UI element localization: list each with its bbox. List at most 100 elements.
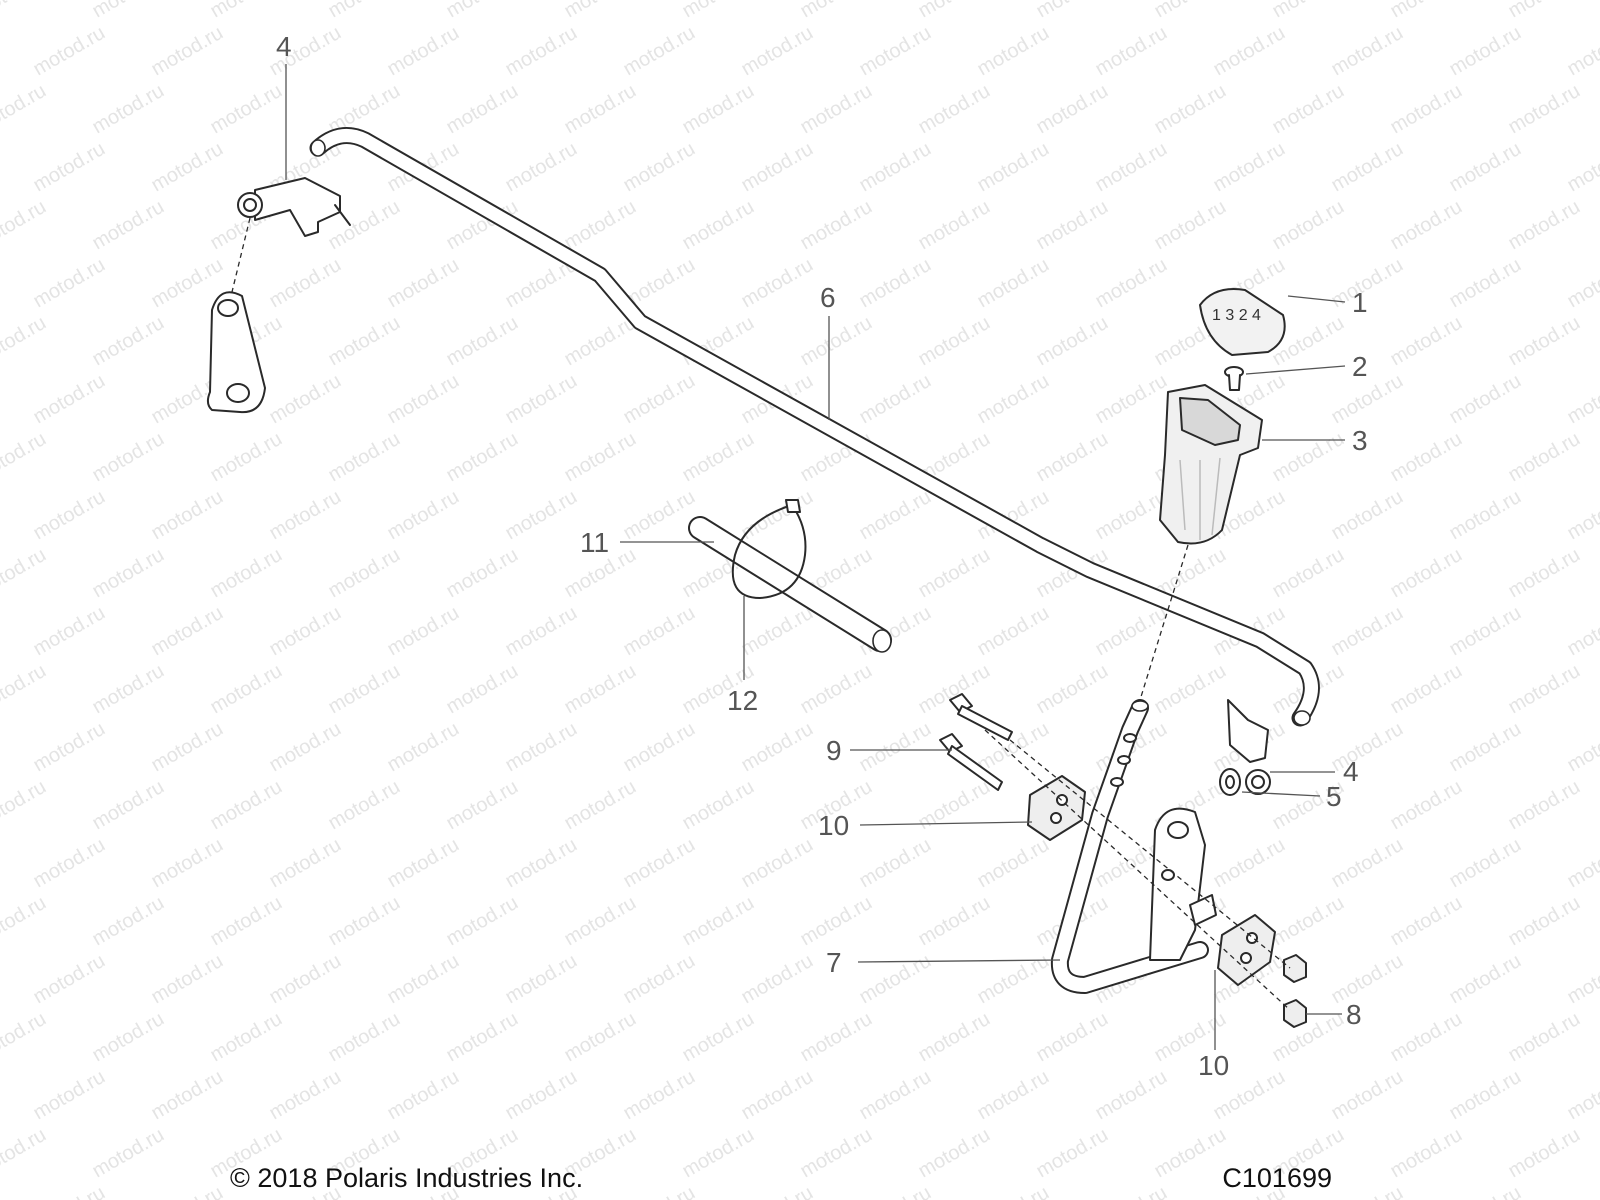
watermark-text: motod.ru <box>1564 1066 1600 1125</box>
watermark-text: motod.ru <box>1446 22 1525 81</box>
watermark-text: motod.ru <box>620 1182 699 1200</box>
watermark-text: motod.ru <box>207 892 286 951</box>
watermark-text: motod.ru <box>1269 0 1348 22</box>
callout-10-lower: 10 <box>1198 1050 1229 1081</box>
watermark-text: motod.ru <box>1151 196 1230 255</box>
watermark-text: motod.ru <box>856 950 935 1009</box>
watermark-text: motod.ru <box>89 544 168 603</box>
watermark-text: motod.ru <box>561 80 640 139</box>
watermark-text: motod.ru <box>148 486 227 545</box>
watermark-text: motod.ru <box>620 718 699 777</box>
watermark-text: motod.ru <box>797 1008 876 1067</box>
watermark-text: motod.ru <box>325 892 404 951</box>
callout-5: 5 <box>1326 781 1342 812</box>
watermark-text: motod.ru <box>1446 254 1525 313</box>
watermark-text: motod.ru <box>325 660 404 719</box>
watermark-text: motod.ru <box>325 776 404 835</box>
watermark-text: motod.ru <box>1564 950 1600 1009</box>
watermark-text: motod.ru <box>1033 660 1112 719</box>
watermark-text: motod.ru <box>561 892 640 951</box>
watermark-text: motod.ru <box>207 544 286 603</box>
link-plate <box>206 291 266 414</box>
part-10-clamp-upper <box>1027 775 1086 841</box>
watermark-text: motod.ru <box>1505 660 1584 719</box>
watermark-text: motod.ru <box>148 22 227 81</box>
watermark-text: motod.ru <box>443 80 522 139</box>
part-4-bracket-lower <box>1227 699 1271 795</box>
watermark-text: motod.ru <box>1151 660 1230 719</box>
watermark-text: motod.ru <box>89 892 168 951</box>
watermark-text: motod.ru <box>797 312 876 371</box>
watermark-text: motod.ru <box>1033 312 1112 371</box>
watermark-text: motod.ru <box>207 80 286 139</box>
watermark-text: motod.ru <box>561 196 640 255</box>
watermark-text: motod.ru <box>1564 254 1600 313</box>
watermark-text: motod.ru <box>679 428 758 487</box>
watermark-text: motod.ru <box>502 718 581 777</box>
watermark-text: motod.ru <box>1446 950 1525 1009</box>
watermark-text: motod.ru <box>974 370 1053 429</box>
watermark-text: motod.ru <box>384 370 463 429</box>
watermark-text: motod.ru <box>1210 138 1289 197</box>
watermark-text: motod.ru <box>856 370 935 429</box>
watermark-text: motod.ru <box>1328 138 1407 197</box>
watermark-text: motod.ru <box>502 1066 581 1125</box>
watermark-text: motod.ru <box>1505 80 1584 139</box>
diagram-id: C101699 <box>1222 1163 1332 1193</box>
callout-7: 7 <box>826 947 842 978</box>
watermark-text: motod.ru <box>1328 486 1407 545</box>
watermark-text: motod.ru <box>738 1066 817 1125</box>
watermark-text: motod.ru <box>797 0 876 22</box>
watermark-text: motod.ru <box>1387 1008 1466 1067</box>
watermark-text: motod.ru <box>384 718 463 777</box>
watermark-text: motod.ru <box>679 1008 758 1067</box>
assembly-line-bolts-2 <box>1009 739 1291 969</box>
watermark-text: motod.ru <box>207 1008 286 1067</box>
watermark-text: motod.ru <box>1151 80 1230 139</box>
watermark-text: motod.ru <box>974 1182 1053 1200</box>
watermark-text: motod.ru <box>325 0 404 22</box>
watermark-text: motod.ru <box>266 1066 345 1125</box>
watermark-text: motod.ru <box>1387 80 1466 139</box>
watermark-text: motod.ru <box>266 718 345 777</box>
watermark-text: motod.ru <box>1151 1124 1230 1183</box>
watermark-text: motod.ru <box>1387 196 1466 255</box>
watermark-text: motod.ru <box>974 834 1053 893</box>
callout-3: 3 <box>1352 425 1368 456</box>
watermark-text: motod.ru <box>856 1182 935 1200</box>
watermark-text: motod.ru <box>325 1008 404 1067</box>
callout-11: 11 <box>580 527 609 558</box>
watermark-text: motod.ru <box>1092 1182 1171 1200</box>
callout-10-upper: 10 <box>818 810 849 841</box>
watermark-text: motod.ru <box>1564 1182 1600 1200</box>
watermark-text: motod.ru <box>0 892 50 951</box>
watermark-text: motod.ru <box>1210 834 1289 893</box>
watermark-text: motod.ru <box>1269 428 1348 487</box>
watermark-text: motod.ru <box>207 428 286 487</box>
watermark-text: motod.ru <box>148 602 227 661</box>
watermark-text: motod.ru <box>915 776 994 835</box>
watermark-text: motod.ru <box>738 602 817 661</box>
part-11-tube <box>688 516 892 653</box>
watermark-text: motod.ru <box>915 196 994 255</box>
watermark-text: motod.ru <box>30 602 109 661</box>
callout-4-lower: 4 <box>1343 756 1359 787</box>
watermark-text: motod.ru <box>30 138 109 197</box>
watermark-text: motod.ru <box>1269 892 1348 951</box>
watermark-text: motod.ru <box>1033 196 1112 255</box>
watermark-text: motod.ru <box>89 428 168 487</box>
assembly-line-knob-lever <box>1139 544 1189 701</box>
watermark-text: motod.ru <box>1564 370 1600 429</box>
watermark-text: motod.ru <box>1446 602 1525 661</box>
watermark-text: motod.ru <box>797 1124 876 1183</box>
watermark-text: motod.ru <box>0 776 50 835</box>
watermark-text: motod.ru <box>443 0 522 22</box>
watermark-text: motod.ru <box>30 486 109 545</box>
part-6-shift-rod <box>309 127 1320 727</box>
watermark-text: motod.ru <box>738 950 817 1009</box>
watermark-text: motod.ru <box>1446 718 1525 777</box>
watermark-text: motod.ru <box>1505 0 1584 22</box>
watermark-text: motod.ru <box>1505 892 1584 951</box>
watermark-text: motod.ru <box>89 660 168 719</box>
watermark-text: motod.ru <box>0 80 50 139</box>
